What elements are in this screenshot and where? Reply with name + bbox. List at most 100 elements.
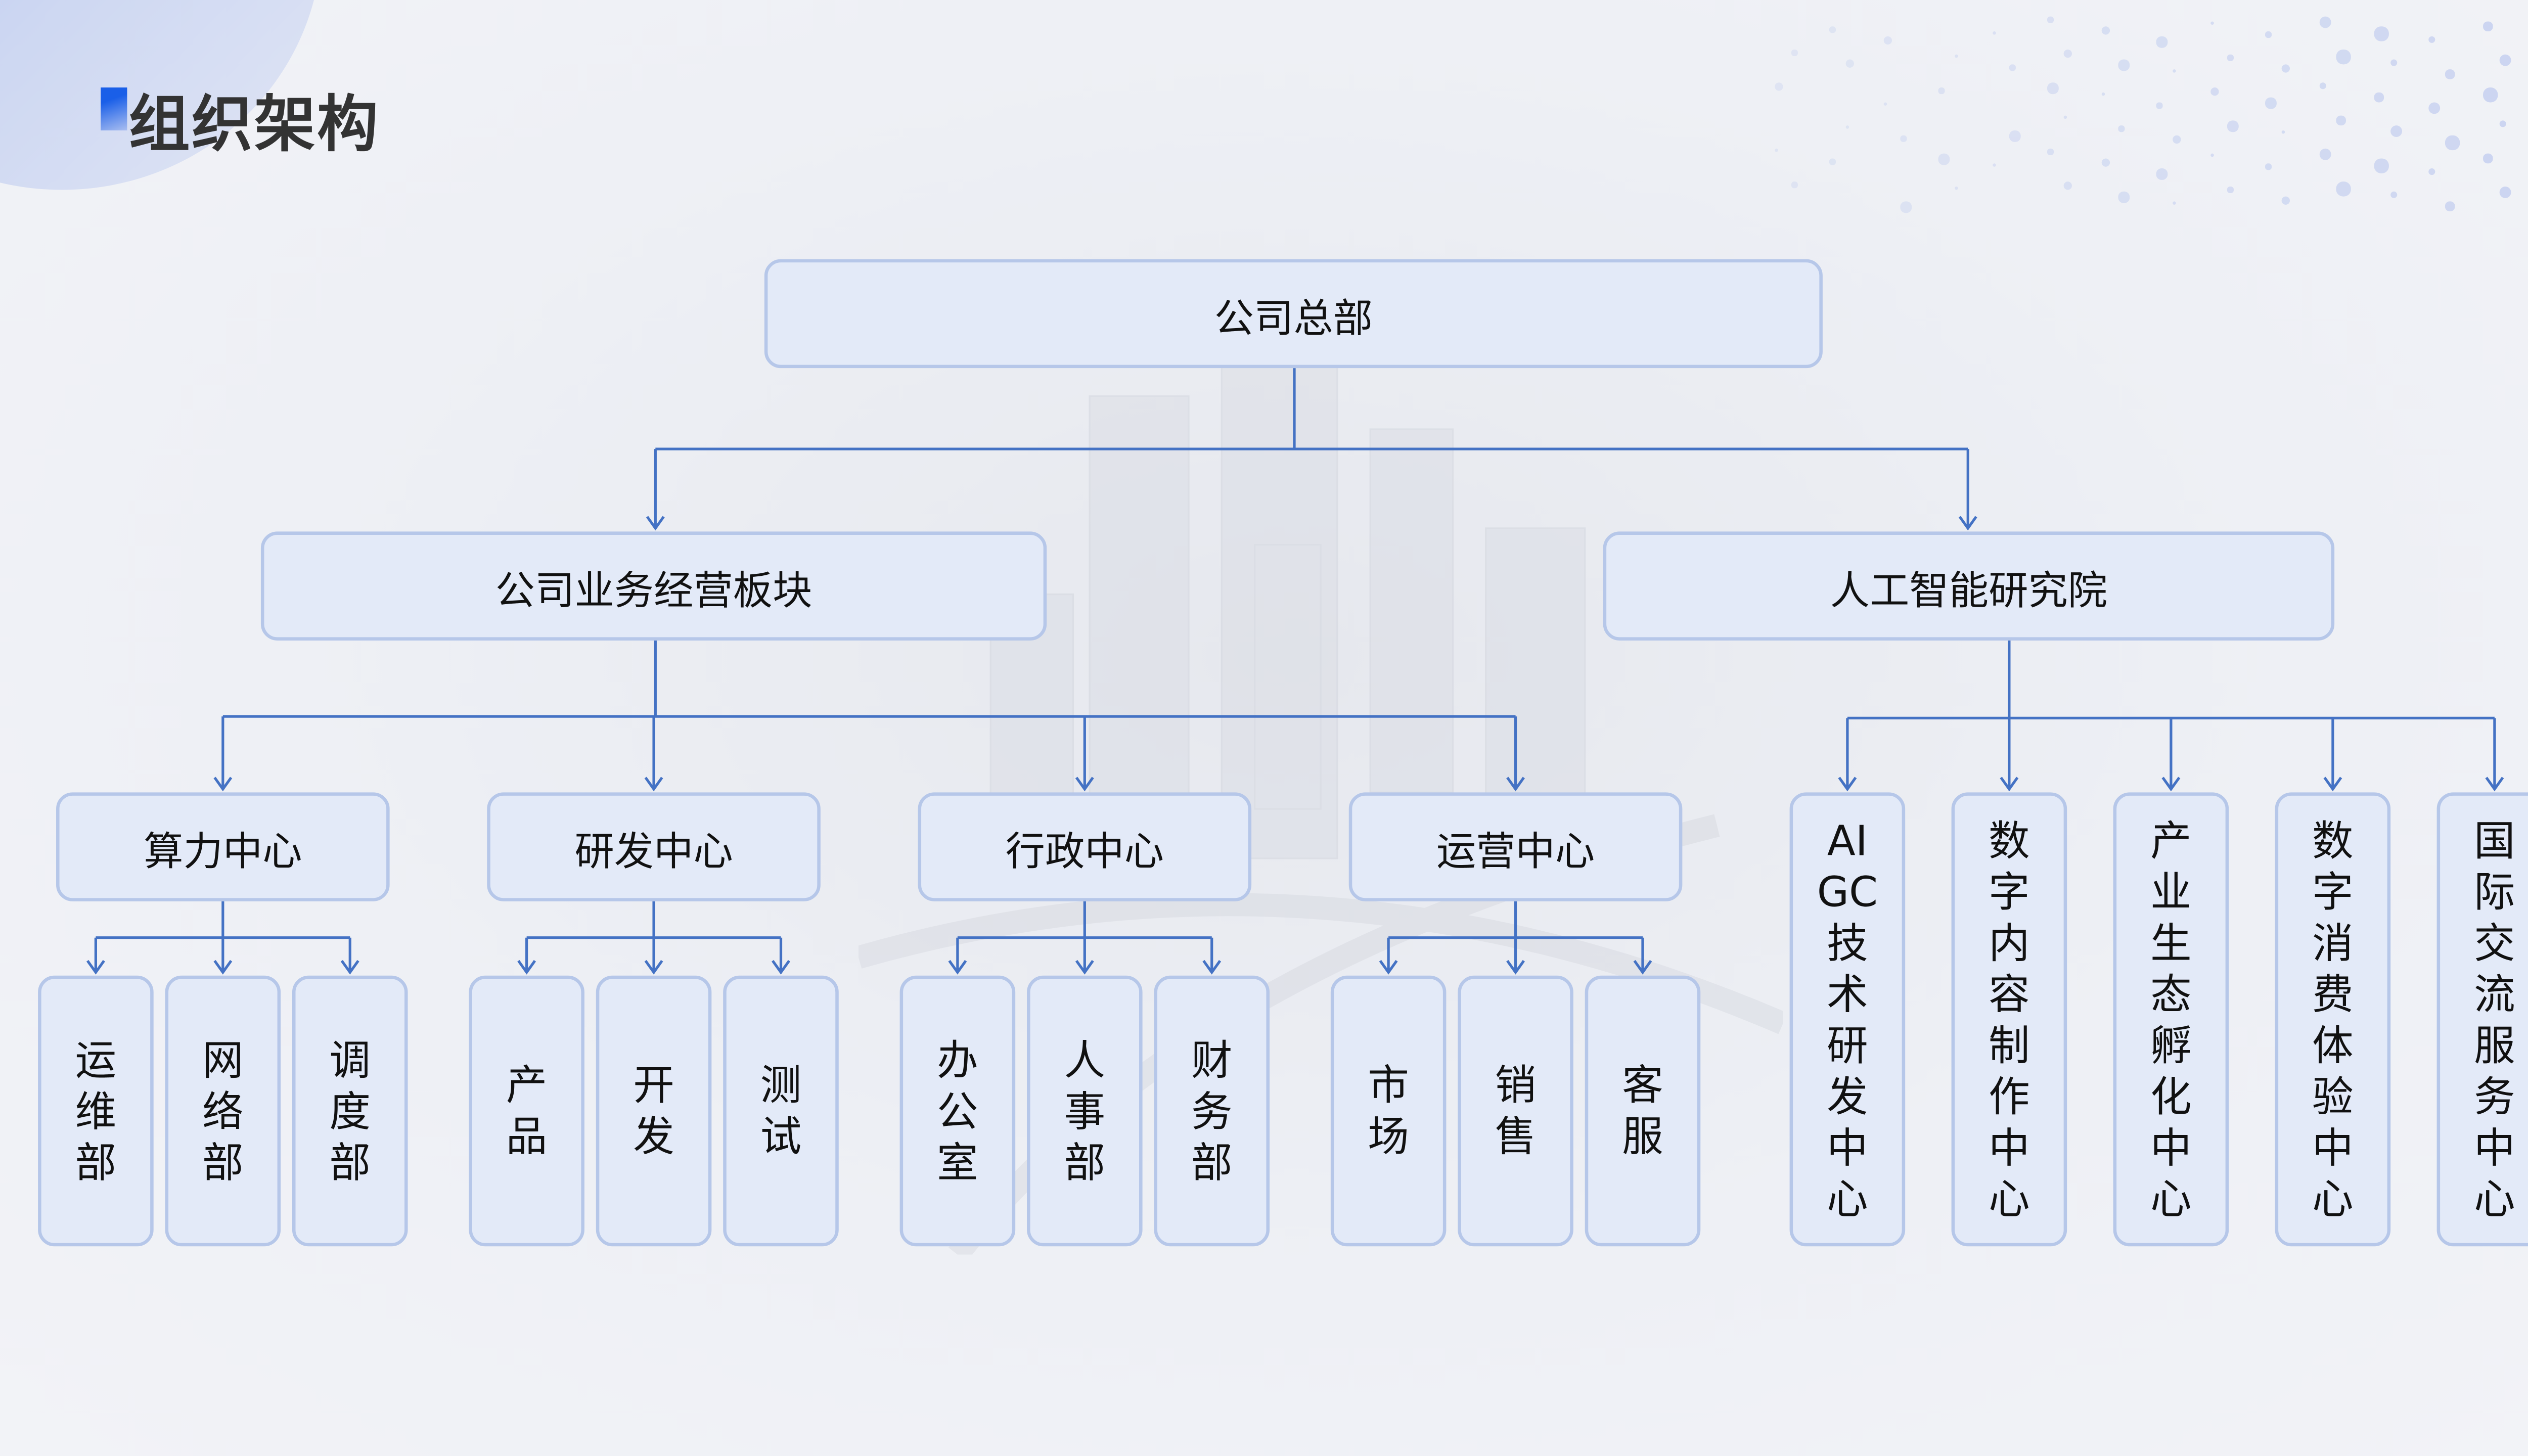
center-box-label: AI GC 技 术 研 发 中 心 bbox=[1817, 816, 1878, 1222]
decorative-dot bbox=[2390, 59, 2398, 66]
arrow-head-icon bbox=[1958, 516, 1977, 531]
department-box-label: 人事部 bbox=[1064, 1035, 1106, 1187]
decorative-dot bbox=[1775, 82, 1783, 91]
center-box: AI GC 技 术 研 发 中 心 bbox=[1789, 792, 1906, 1247]
division-box-label: 人工智能研究院 bbox=[1830, 567, 2108, 614]
decorative-dot bbox=[2009, 130, 2020, 142]
decorative-dot bbox=[1791, 181, 1797, 188]
department-box: 测试 bbox=[723, 975, 839, 1247]
department-box: 开发 bbox=[596, 975, 712, 1247]
decorative-dot bbox=[1993, 31, 1996, 35]
decorative-dot bbox=[1883, 102, 1887, 106]
arrow-head-icon bbox=[1838, 777, 1857, 792]
decorative-dot bbox=[1883, 36, 1892, 45]
root-box-label: 公司总部 bbox=[1214, 294, 1373, 341]
decorative-dot bbox=[1900, 135, 1906, 142]
department-box: 调度部 bbox=[292, 975, 408, 1247]
department-box-label: 财务部 bbox=[1191, 1035, 1233, 1187]
decorative-dot bbox=[2483, 153, 2492, 163]
arrow-head-icon bbox=[1075, 960, 1094, 975]
department-box-label: 办公室 bbox=[937, 1035, 978, 1187]
arrow-head-icon bbox=[2323, 777, 2342, 792]
decorative-dot bbox=[2118, 125, 2124, 131]
decorative-dot bbox=[2063, 49, 2072, 58]
department-box-label: 市场 bbox=[1368, 1061, 1409, 1161]
decorative-dot bbox=[2265, 163, 2271, 169]
department-box: 客服 bbox=[1585, 975, 1701, 1247]
arrow-head-icon bbox=[2000, 777, 2019, 792]
center-box: 国际交流服务中心 bbox=[2436, 792, 2528, 1247]
decorative-dot bbox=[2047, 148, 2053, 155]
decorative-dot bbox=[2281, 64, 2290, 73]
decorative-dot bbox=[2118, 59, 2129, 70]
department-box: 人事部 bbox=[1027, 975, 1143, 1247]
decorative-dot bbox=[1829, 158, 1835, 164]
decorative-dot bbox=[2281, 196, 2290, 205]
decorative-dot bbox=[1900, 201, 1911, 212]
division-box-label: 公司业务经营板块 bbox=[495, 567, 812, 614]
decorative-dot bbox=[2156, 102, 2162, 108]
decorative-dot bbox=[2428, 168, 2435, 175]
decorative-dot bbox=[2063, 181, 2072, 190]
decorative-dot bbox=[2210, 21, 2214, 25]
decorative-dot bbox=[2156, 36, 2167, 48]
decorative-dot bbox=[1775, 148, 1778, 152]
department-box: 财务部 bbox=[1154, 975, 1270, 1247]
center-box: 数字内容制作中心 bbox=[1951, 792, 2067, 1247]
department-box: 销售 bbox=[1458, 975, 1573, 1247]
department-box: 产品 bbox=[469, 975, 584, 1247]
center-box-label: 研发中心 bbox=[574, 828, 733, 874]
decorative-dot bbox=[2445, 69, 2454, 79]
arrow-head-icon bbox=[948, 960, 967, 975]
decorative-dot bbox=[2483, 21, 2492, 31]
arrow-head-icon bbox=[2161, 777, 2181, 792]
decorative-dot bbox=[1938, 87, 1944, 94]
arrow-head-icon bbox=[1075, 777, 1094, 792]
decorative-dot bbox=[2281, 130, 2285, 134]
department-box-label: 运维部 bbox=[75, 1035, 117, 1187]
root-box: 公司总部 bbox=[764, 259, 1823, 369]
arrow-head-icon bbox=[646, 516, 665, 531]
center-box-label: 行政中心 bbox=[1005, 828, 1164, 874]
arrow-head-icon bbox=[644, 777, 663, 792]
decorative-dot bbox=[2173, 69, 2176, 73]
decorative-dot bbox=[2063, 115, 2067, 119]
center-box: 运营中心 bbox=[1348, 792, 1683, 901]
decorative-dot bbox=[2336, 181, 2351, 196]
arrow-head-icon bbox=[340, 960, 359, 975]
decorative-dot bbox=[1791, 49, 1797, 56]
department-box: 市场 bbox=[1330, 975, 1447, 1247]
decorative-dot bbox=[2445, 135, 2459, 150]
decorative-dot bbox=[2173, 135, 2181, 144]
decorative-dot bbox=[2156, 168, 2167, 179]
decorative-dot bbox=[2047, 16, 2053, 23]
decorative-dot bbox=[1938, 153, 1949, 164]
arrow-head-icon bbox=[213, 960, 233, 975]
decorative-dot bbox=[2265, 31, 2271, 37]
decorative-dot bbox=[1845, 125, 1849, 129]
decorative-dot bbox=[2374, 92, 2383, 102]
department-box: 网络部 bbox=[165, 975, 281, 1247]
arrow-head-icon bbox=[644, 960, 663, 975]
center-box: 算力中心 bbox=[56, 792, 390, 901]
decorative-dot bbox=[2499, 186, 2511, 198]
department-box-label: 调度部 bbox=[329, 1035, 371, 1187]
center-box-label: 产业生态孵化中心 bbox=[2150, 816, 2192, 1222]
decorative-dot bbox=[2428, 36, 2435, 43]
department-box-label: 网络部 bbox=[202, 1035, 244, 1187]
decorative-dot bbox=[2499, 120, 2506, 127]
arrow-head-icon bbox=[517, 960, 536, 975]
decorative-dot bbox=[2374, 158, 2388, 173]
center-box-label: 国际交流服务中心 bbox=[2474, 816, 2515, 1222]
decorative-dot bbox=[1955, 186, 1958, 190]
department-box-label: 测试 bbox=[760, 1061, 802, 1161]
department-box-label: 销售 bbox=[1495, 1061, 1537, 1161]
arrow-head-icon bbox=[1633, 960, 1652, 975]
division-box: 公司业务经营板块 bbox=[260, 531, 1047, 641]
center-box-label: 数字消费体验中心 bbox=[2312, 816, 2354, 1222]
decorative-dot bbox=[2101, 26, 2110, 35]
center-box-label: 算力中心 bbox=[144, 828, 302, 874]
department-box-label: 客服 bbox=[1622, 1061, 1663, 1161]
